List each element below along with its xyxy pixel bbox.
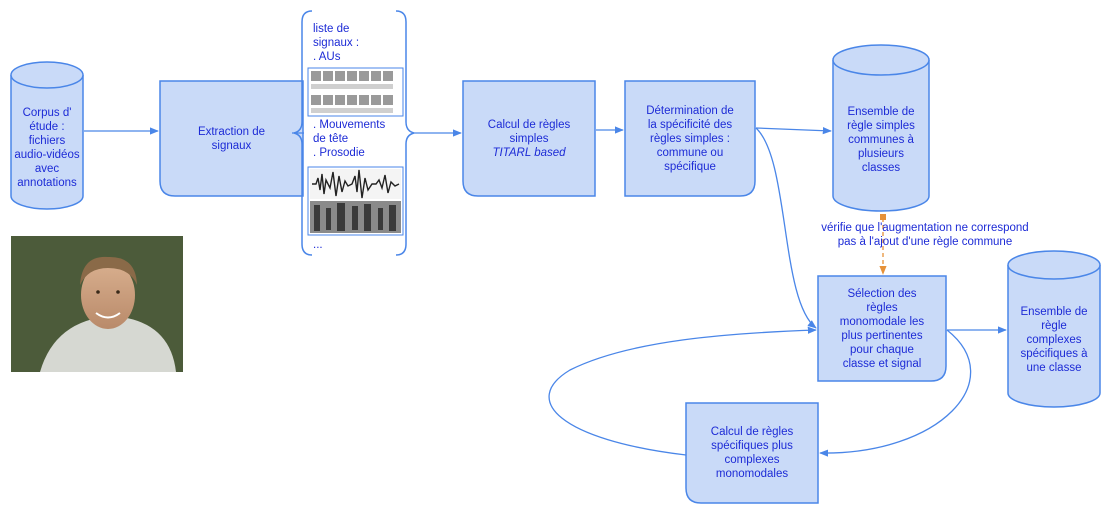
selection-line: plus pertinentes: [841, 329, 923, 342]
extraction-node: [159, 80, 304, 197]
signals-line: signaux :: [313, 37, 360, 49]
determination-line: la spécificité des: [647, 118, 733, 131]
ensemble-communes-line: Ensemble de: [847, 106, 915, 118]
webcam-photo: [11, 236, 183, 372]
corpus-line: étude :: [29, 121, 65, 133]
ensemble-complexes-line: règle: [1041, 320, 1067, 332]
arrow-selection-to-calcul-complexes: [819, 329, 972, 457]
selection-line: monomodale les: [839, 315, 925, 328]
determination-line: spécifique: [664, 160, 716, 173]
calcul-simples-line: simples: [509, 132, 549, 145]
arrow-determination-to-selection: [755, 127, 817, 329]
verifie-label: vérifie que l'augmentation ne correspond…: [800, 220, 1050, 250]
signals-line: de tête: [313, 133, 349, 145]
signals-label-top: liste de signaux : . AUs: [313, 22, 403, 70]
extraction-line: Extraction de: [197, 125, 266, 138]
calcul-complexes-label: Calcul de règles spécifiques plus comple…: [686, 403, 818, 503]
ensemble-communes-label: Ensemble de règle simples communes à plu…: [833, 90, 929, 190]
ensemble-complexes-label: Ensemble de règle complexes spécifiques …: [1008, 290, 1100, 390]
calcul-complexes-node: [685, 402, 819, 504]
signals-label-middle: . Mouvements de tête . Prosodie: [313, 118, 405, 166]
selection-line: règles: [866, 301, 898, 314]
corpus-line: fichiers: [28, 135, 66, 147]
calcul-complexes-line: spécifiques plus: [711, 440, 793, 452]
verifie-line: pas à l'ajout d'une règle commune: [837, 236, 1013, 248]
ensemble-complexes-cylinder: [1007, 250, 1101, 408]
calcul-simples-line: Calcul de règles: [487, 118, 571, 131]
ensemble-communes-line: classes: [861, 162, 901, 174]
corpus-line: Corpus d': [22, 107, 72, 119]
corpus-label: Corpus d' étude : fichiers audio-vidéos …: [11, 100, 83, 196]
signals-line: . Prosodie: [313, 147, 365, 159]
calcul-simples-node: [462, 80, 596, 197]
signals-label-ellipsis: ...: [313, 238, 353, 252]
selection-line: classe et signal: [842, 357, 922, 370]
determination-label: Détermination de la spécificité des règl…: [625, 81, 755, 196]
corpus-line: annotations: [17, 177, 77, 189]
signals-line: ...: [313, 239, 323, 251]
determination-node: [624, 80, 756, 197]
selection-node: [817, 275, 947, 382]
signals-line: . Mouvements: [313, 119, 386, 131]
selection-label: Sélection des règles monomodale les plus…: [818, 276, 946, 381]
calcul-simples-label: Calcul de règles simples TITARL based: [463, 81, 595, 196]
corpus-cylinder: [10, 61, 84, 210]
selection-line: Sélection des: [847, 287, 917, 300]
calcul-simples-line: TITARL based: [492, 146, 566, 159]
determination-line: règles simples :: [650, 132, 730, 145]
verifie-line: vérifie que l'augmentation ne correspond: [821, 222, 1029, 234]
corpus-line: audio-vidéos: [14, 149, 80, 161]
selection-line: pour chaque: [850, 343, 914, 356]
determination-line: Détermination de: [646, 104, 734, 117]
ensemble-complexes-line: complexes: [1026, 334, 1082, 346]
ensemble-communes-line: plusieurs: [857, 148, 905, 160]
signals-line: . AUs: [313, 51, 341, 63]
calcul-complexes-line: complexes: [724, 454, 780, 466]
determination-line: commune ou: [656, 146, 724, 159]
calcul-complexes-line: Calcul de règles: [710, 426, 794, 438]
prosody-waveform-image: [307, 166, 404, 236]
signals-line: liste de: [313, 23, 350, 35]
corpus-line: avec: [34, 163, 60, 175]
calcul-complexes-line: monomodales: [715, 468, 789, 480]
extraction-line: signaux: [211, 139, 252, 152]
ensemble-complexes-line: Ensemble de: [1020, 306, 1088, 318]
arrow-loop-back-to-selection: [548, 326, 817, 456]
ensemble-communes-line: règle simples: [847, 120, 915, 132]
ensemble-communes-line: communes à: [848, 134, 914, 146]
au-image-strip: [307, 67, 404, 117]
ensemble-complexes-line: une classe: [1026, 362, 1082, 374]
dashed-arrow-handle: [880, 214, 886, 220]
ensemble-communes-cylinder: [832, 44, 930, 212]
arrow-determination-to-communes: [755, 127, 832, 135]
ensemble-complexes-line: spécifiques à: [1020, 348, 1088, 360]
extraction-label: Extraction de signaux: [160, 81, 303, 196]
